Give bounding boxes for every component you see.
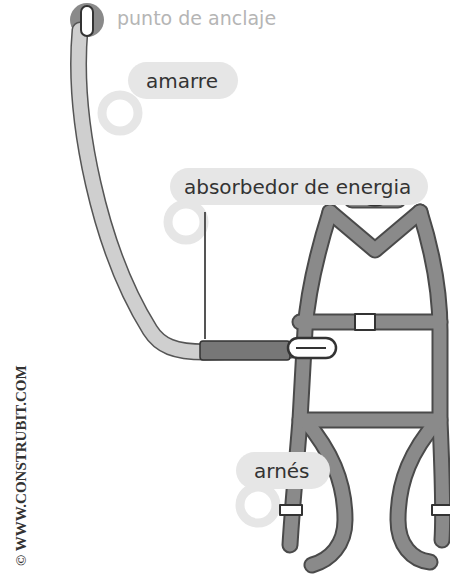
callout-band: arnés [236,452,330,489]
watermark: © WWW.CONSTRUBIT.COM [13,365,30,566]
part-label: arnés [254,459,310,483]
harness [280,185,450,565]
part-label: absorbedor de energia [184,175,411,199]
callout-band: absorbedor de energia [170,168,428,205]
callout-dot [168,204,204,240]
leader-line [204,212,206,339]
part-label: amarre [146,69,218,93]
callout-band: amarre [128,62,238,99]
anchor-carabiner [81,6,93,36]
anchor-label: punto de anclaje [117,7,276,29]
energy-absorber [200,341,290,360]
harness-carabiner [288,338,336,358]
callout-dot [102,95,138,131]
carabiner-gate [296,347,326,349]
callout-dot [240,487,276,523]
